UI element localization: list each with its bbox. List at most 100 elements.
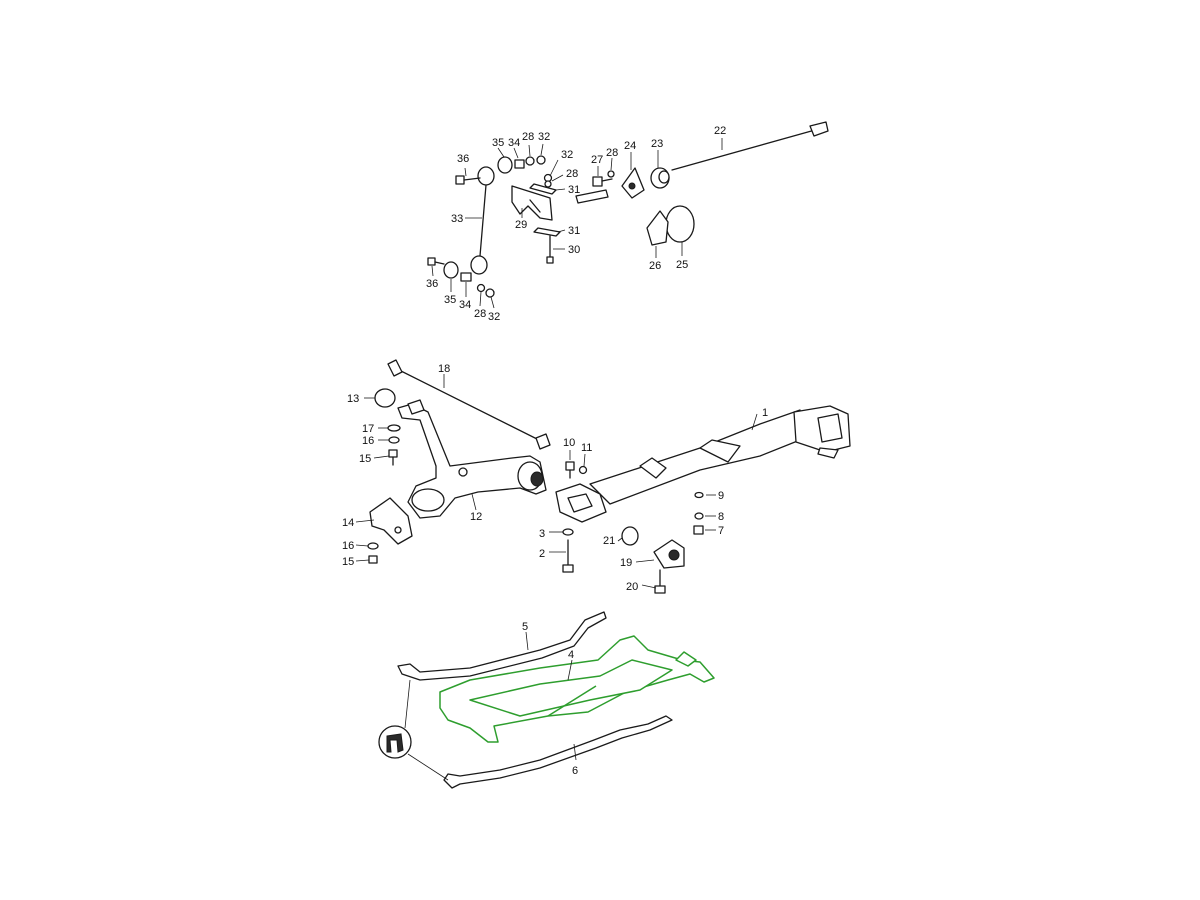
part-23-bushing[interactable] xyxy=(650,167,670,189)
part-34-sleeve[interactable] xyxy=(514,159,525,169)
callout-36-b: 36 xyxy=(426,278,438,290)
part-28-washer-b[interactable] xyxy=(544,180,552,188)
callout-31: 31 xyxy=(568,225,580,237)
callout-15-b: 15 xyxy=(342,556,354,568)
shield-group xyxy=(378,611,715,789)
part-28-washer[interactable] xyxy=(525,156,535,166)
part-17-washer[interactable] xyxy=(387,424,401,432)
part-4-shield[interactable] xyxy=(439,635,715,743)
callout-25: 25 xyxy=(676,259,688,271)
callout-6: 6 xyxy=(572,765,578,777)
callout-35: 35 xyxy=(492,137,504,149)
part-15-bolt[interactable] xyxy=(388,449,398,466)
callout-35-b: 35 xyxy=(444,294,456,306)
part-1-axle-beam[interactable] xyxy=(555,405,851,523)
part-3-washer[interactable] xyxy=(562,528,574,536)
part-27-bolt[interactable] xyxy=(592,170,615,187)
stabilizer-group xyxy=(427,121,829,309)
leaders-bottom xyxy=(525,631,577,761)
callout-28-b: 28 xyxy=(566,168,578,180)
callout-11: 11 xyxy=(581,442,592,454)
callout-28: 28 xyxy=(606,147,618,159)
part-36-bolt-upper[interactable] xyxy=(455,175,481,185)
part-26-plate[interactable] xyxy=(646,210,669,246)
part-16-lockwasher-b[interactable] xyxy=(367,542,379,550)
part-15-bolt-b[interactable] xyxy=(368,555,378,564)
callout-5: 5 xyxy=(522,621,528,633)
part-25-plate[interactable] xyxy=(665,205,695,243)
callout-4: 4 xyxy=(568,649,574,661)
axle-group xyxy=(355,359,851,594)
callout-1: 1 xyxy=(762,407,768,419)
callout-8: 8 xyxy=(718,511,724,523)
callout-14: 14 xyxy=(342,517,354,529)
part-35-bushing[interactable] xyxy=(497,156,513,174)
part-5-strip[interactable] xyxy=(397,611,607,681)
part-12-control-arm[interactable] xyxy=(397,399,547,519)
callout-22: 22 xyxy=(714,125,726,137)
callout-34: 34 xyxy=(508,137,520,149)
callout-21: 21 xyxy=(603,535,615,547)
connecting-pin[interactable] xyxy=(575,189,609,204)
callout-10: 10 xyxy=(563,437,575,449)
callout-18: 18 xyxy=(438,363,450,375)
part-24-mount[interactable] xyxy=(621,167,645,199)
callout-9: 9 xyxy=(718,490,724,502)
callout-3: 3 xyxy=(539,528,545,540)
callout-24: 24 xyxy=(624,140,636,152)
part-31-plate-lower[interactable] xyxy=(533,227,561,237)
callout-32: 32 xyxy=(538,131,550,143)
part-32-nut[interactable] xyxy=(536,155,546,165)
callout-15: 15 xyxy=(359,453,371,465)
callout-17: 17 xyxy=(362,423,374,435)
detail-view xyxy=(378,679,449,781)
part-8-lockwasher[interactable] xyxy=(694,512,704,520)
callout-32-b: 32 xyxy=(561,149,573,161)
callout-labels: 1 2 3 4 5 6 7 8 9 10 11 12 13 14 15 16 1… xyxy=(342,125,768,777)
part-33-link-rod[interactable] xyxy=(470,166,495,275)
part-9-washer[interactable] xyxy=(694,491,704,499)
callout-20: 20 xyxy=(626,581,638,593)
part-16-lockwasher[interactable] xyxy=(388,436,400,444)
callout-16-b: 16 xyxy=(342,540,354,552)
callout-32-c: 32 xyxy=(488,311,500,323)
part-28-washer-lower[interactable] xyxy=(476,283,486,293)
callout-36: 36 xyxy=(457,153,469,165)
part-20-bolt[interactable] xyxy=(654,569,666,594)
callout-12: 12 xyxy=(470,511,482,523)
part-30-bolt[interactable] xyxy=(546,235,554,264)
part-34-sleeve-lower[interactable] xyxy=(460,272,472,282)
part-22-rod[interactable] xyxy=(671,121,829,171)
part-35-bushing-lower[interactable] xyxy=(443,261,459,279)
callout-26: 26 xyxy=(649,260,661,272)
callout-28-d: 28 xyxy=(474,308,486,320)
callout-19: 19 xyxy=(620,557,632,569)
callout-34-b: 34 xyxy=(459,299,471,311)
callout-30: 30 xyxy=(568,244,580,256)
part-19-mount[interactable] xyxy=(653,539,685,569)
callout-31-b: 31 xyxy=(568,184,580,196)
callout-2: 2 xyxy=(539,548,545,560)
part-36-bolt-lower[interactable] xyxy=(427,257,445,266)
part-14-bracket[interactable] xyxy=(369,497,413,545)
leaders-top xyxy=(431,138,723,309)
part-18-torsion-bar[interactable] xyxy=(387,359,551,450)
part-32-nut-lower[interactable] xyxy=(485,288,495,298)
callout-13: 13 xyxy=(347,393,359,405)
part-7-bolt[interactable] xyxy=(693,525,704,535)
part-13-cap[interactable] xyxy=(374,388,396,408)
callout-16: 16 xyxy=(362,435,374,447)
part-11-washer[interactable] xyxy=(578,465,588,475)
callout-28-c: 28 xyxy=(522,131,534,143)
callout-7: 7 xyxy=(718,525,724,537)
part-21-bushing[interactable] xyxy=(621,526,639,546)
callout-33: 33 xyxy=(451,213,463,225)
part-31-plate-upper[interactable] xyxy=(529,183,557,195)
part-2-bolt[interactable] xyxy=(562,539,574,573)
part-10-bolt[interactable] xyxy=(565,461,575,479)
part-6-strip[interactable] xyxy=(443,715,673,789)
leaders-middle xyxy=(355,374,758,589)
callout-29: 29 xyxy=(515,219,527,231)
callout-23: 23 xyxy=(651,138,663,150)
